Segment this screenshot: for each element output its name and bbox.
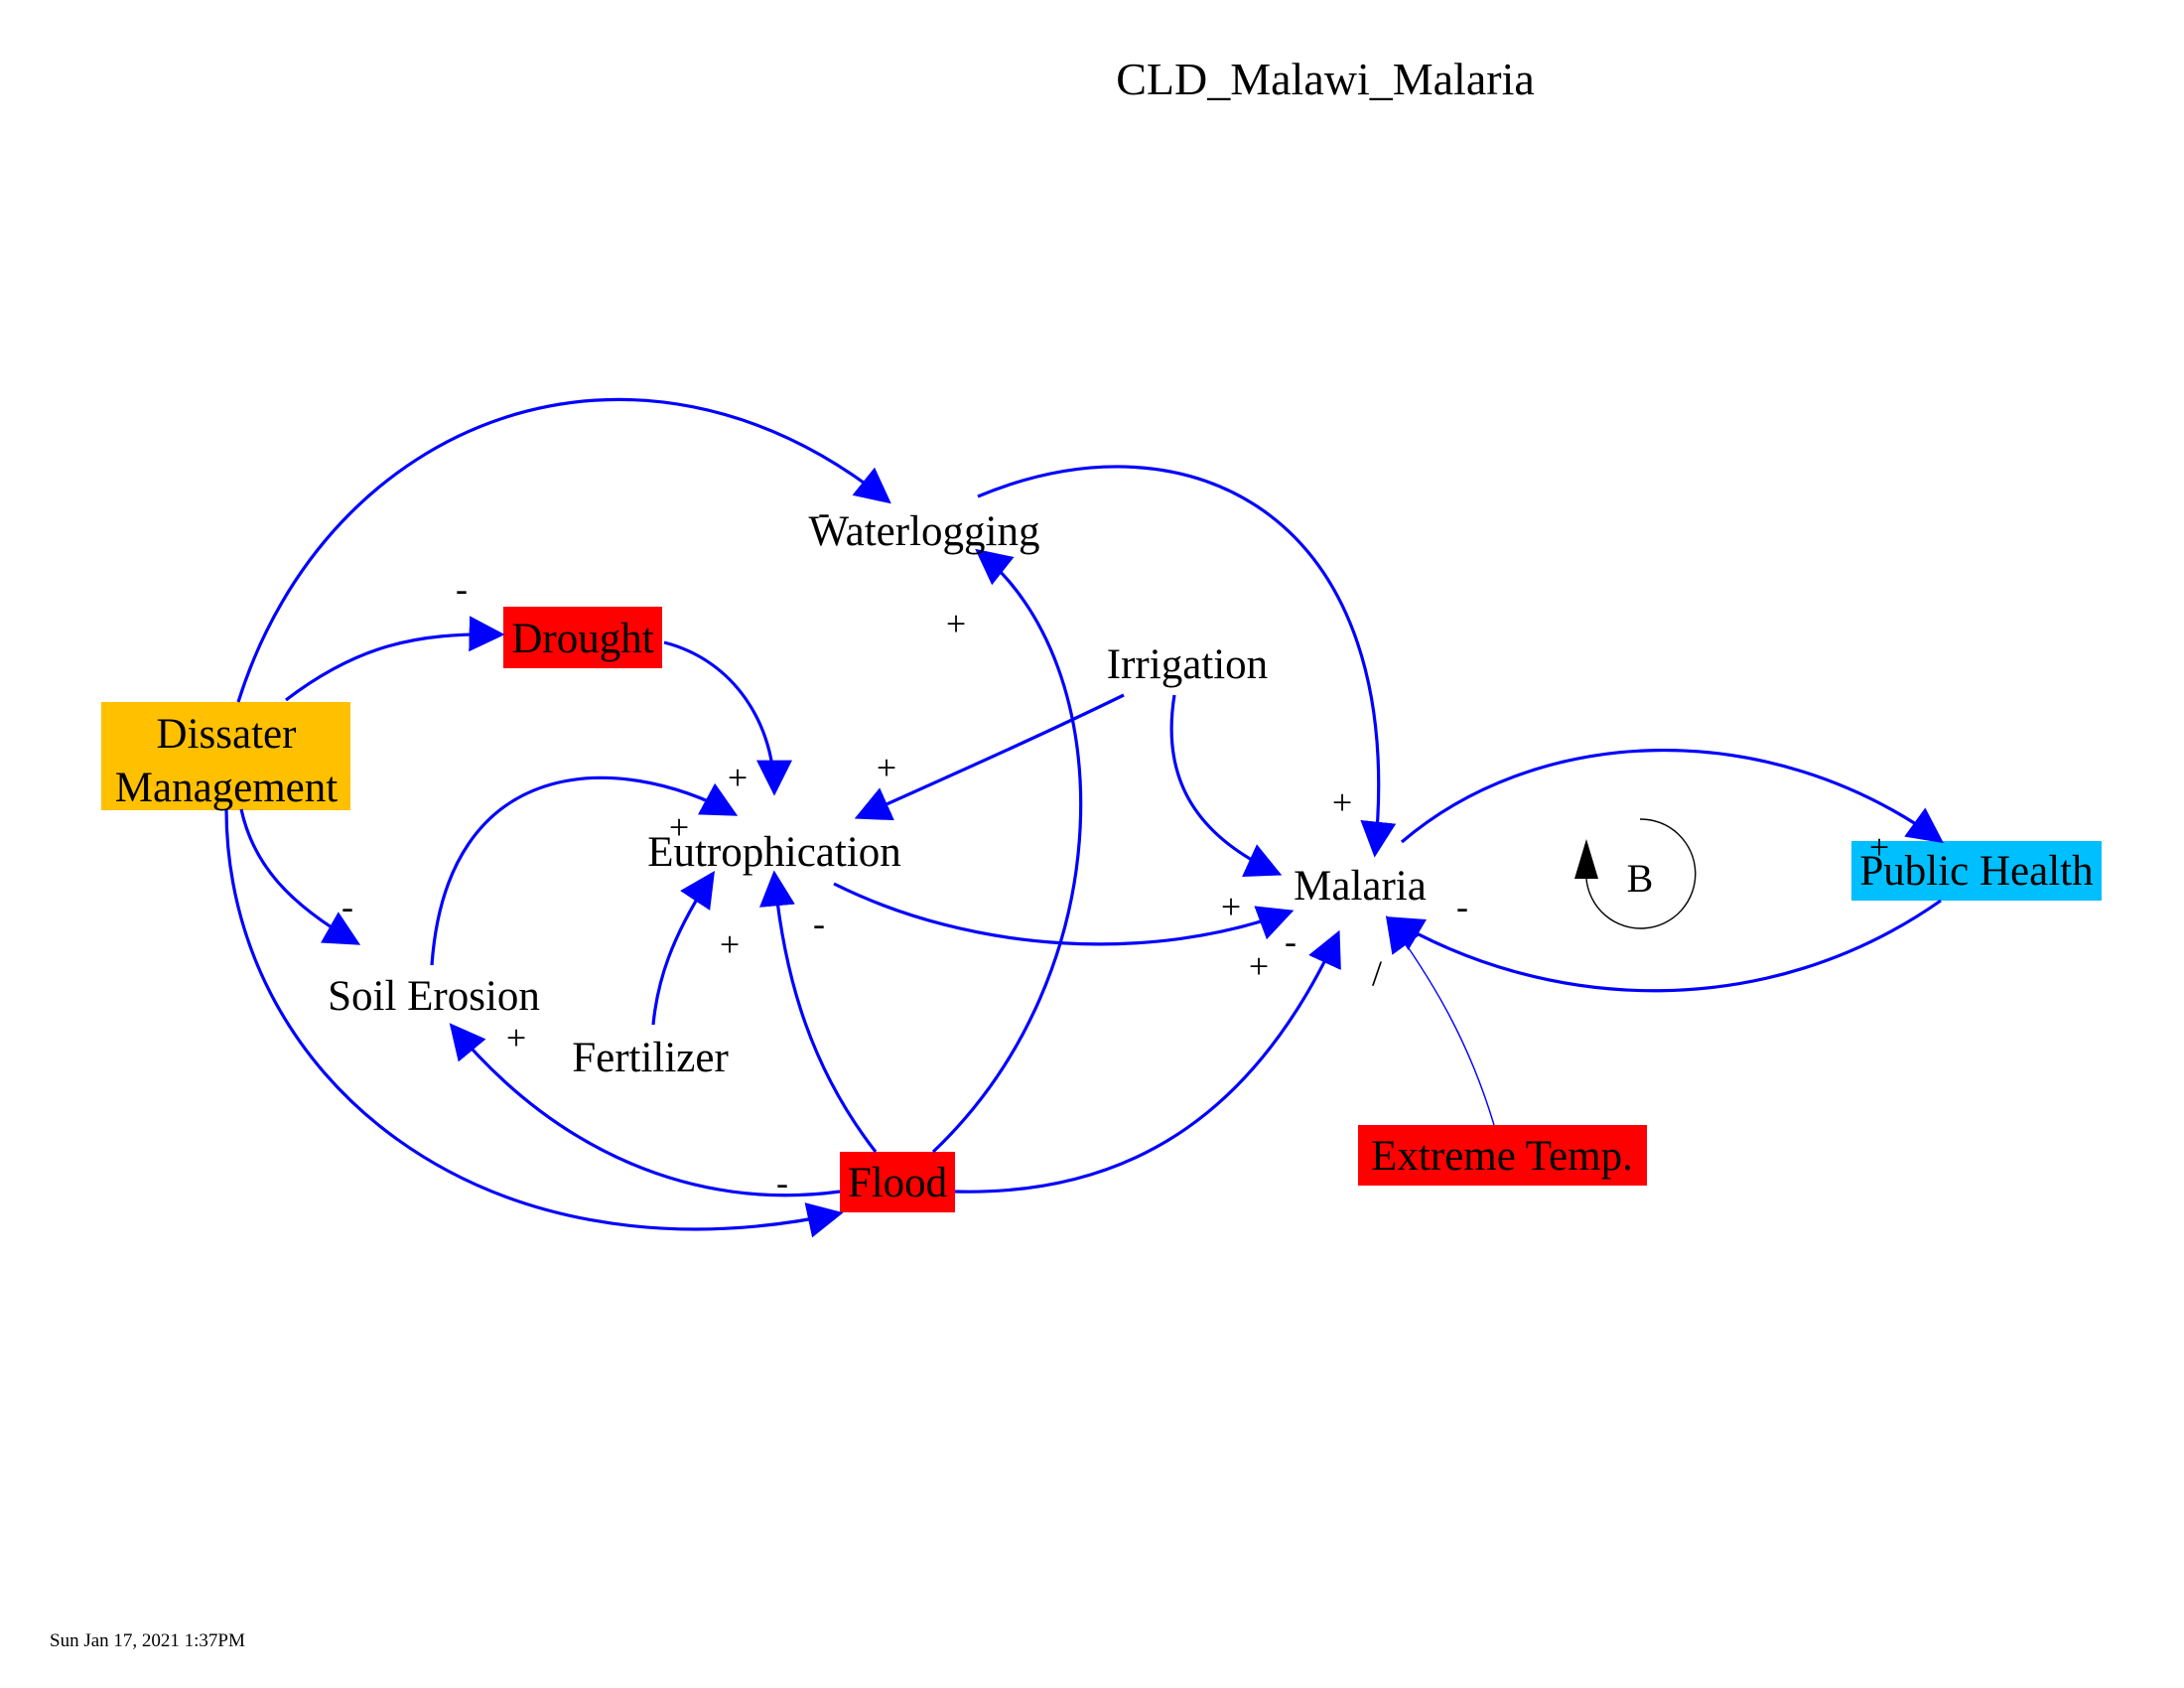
polarity-flood-malaria: + (1249, 946, 1269, 986)
link-eutrophication-malaria (833, 882, 1295, 946)
link-dm-flood (224, 808, 844, 1238)
link-flood-soil-erosion (449, 1023, 841, 1197)
print-timestamp: Sun Jan 17, 2021 1:37PM (50, 1630, 245, 1651)
polarity-waterlogging-malaria: + (1332, 782, 1352, 822)
variable-disaster-management-line1: Dissater (157, 711, 297, 758)
link-flood-malaria (954, 929, 1341, 1194)
public-health-box (1851, 841, 2102, 901)
loop-circle-arrow (1585, 818, 1697, 929)
link-drought-eutrophication (663, 640, 792, 796)
polarity-flood-eutrophication: - (813, 904, 825, 943)
link-public-health-malaria (1386, 899, 1942, 993)
link-malaria-public-health (1400, 749, 1944, 844)
polarity-malaria-public-health: + (1869, 827, 1889, 867)
variable-irrigation: Irrigation (1107, 641, 1268, 688)
variable-eutrophication: Eutrophication (647, 829, 901, 876)
polarity-eutrophication-malaria: - (1285, 921, 1297, 961)
variable-public-health: Public Health (1859, 848, 2093, 895)
diagram-title: CLD_Malawi_Malaria (1116, 54, 1535, 104)
link-waterlogging-malaria (977, 465, 1397, 858)
link-dm-soil-erosion (239, 808, 361, 945)
drought-box (503, 607, 662, 668)
disaster-management-box (101, 702, 350, 810)
loop-label: B (1627, 856, 1654, 901)
polarity-soil-erosion-eutrophication: + (669, 807, 689, 847)
polarity-flood-soil-erosion: + (506, 1018, 526, 1057)
polarity-drought-eutrophication: + (728, 758, 748, 797)
variable-fertilizer: Fertilizer (572, 1035, 729, 1081)
variable-soil-erosion: Soil Erosion (328, 973, 540, 1020)
variable-drought: Drought (511, 616, 653, 662)
polarity-extreme-temp-malaria: / (1372, 953, 1382, 993)
link-dm-drought (285, 616, 505, 702)
polarity-flood-waterlogging: + (946, 604, 966, 643)
polarity-dm-waterlogging: - (818, 492, 830, 532)
link-flood-waterlogging (931, 548, 1083, 1154)
polarity-irrigation-eutrophication: + (877, 748, 896, 787)
link-irrigation-malaria (1169, 694, 1283, 877)
extreme-temp-box (1358, 1125, 1647, 1186)
polarity-dm-drought: - (456, 569, 468, 609)
link-fertilizer-eutrophication (651, 870, 715, 1026)
variable-flood: Flood (848, 1160, 947, 1206)
link-irrigation-eutrophication (854, 693, 1125, 821)
variable-malaria: Malaria (1294, 863, 1427, 910)
link-soil-erosion-eutrophication (430, 775, 739, 966)
link-extreme-temp-malaria (1385, 915, 1495, 1126)
link-flood-eutrophication (759, 870, 878, 1153)
polarity-fertilizer-eutrophication: + (720, 924, 740, 964)
polarity-irrigation-malaria: + (1221, 887, 1241, 926)
polarity-dm-flood: - (776, 1163, 788, 1202)
variable-waterlogging: Waterlogging (809, 508, 1040, 555)
link-dm-waterlogging (236, 397, 891, 703)
polarity-public-health-malaria: - (1456, 887, 1468, 926)
variable-extreme-temp: Extreme Temp. (1371, 1133, 1633, 1180)
polarity-dm-soil-erosion: - (341, 887, 353, 926)
variable-disaster-management-line2: Management (115, 765, 339, 811)
loop-arrowhead (1574, 839, 1598, 879)
flood-box (840, 1152, 955, 1212)
